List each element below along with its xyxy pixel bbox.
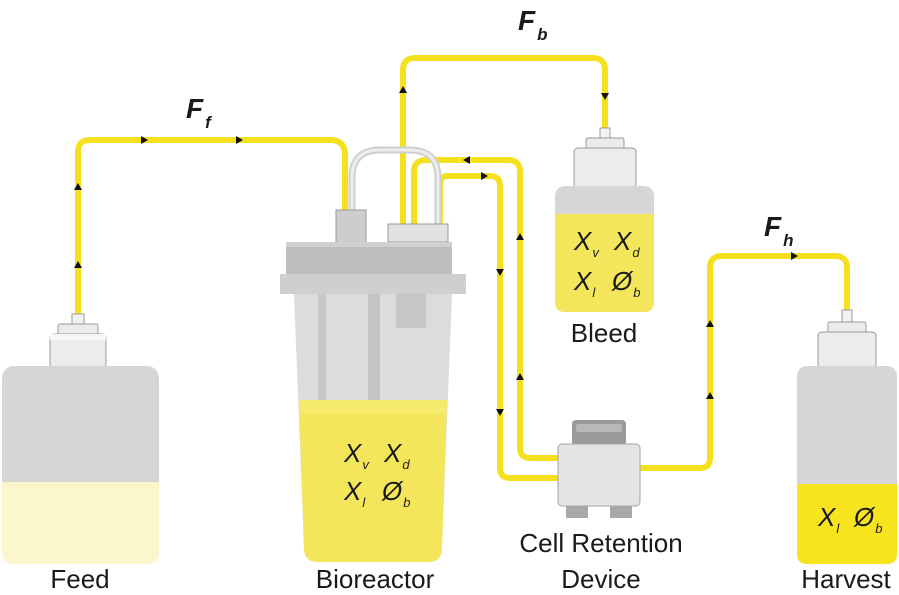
feed-tube xyxy=(75,137,348,321)
label-harvest: Harvest xyxy=(801,564,891,594)
arrow-up-icon xyxy=(516,233,524,240)
feed-bottle xyxy=(2,313,159,564)
bleed-bottle xyxy=(555,127,654,312)
bleed-var-xv: Xv xyxy=(573,226,600,260)
cell-retention-device xyxy=(557,420,641,518)
arrow-up-icon xyxy=(516,373,524,380)
bleed-var-phib: Øb xyxy=(611,266,640,300)
bioreactor-var-xv: Xv xyxy=(343,438,370,472)
bleed-liquid xyxy=(555,214,654,312)
arrow-right-icon xyxy=(236,136,243,144)
label-bioreactor: Bioreactor xyxy=(316,564,435,594)
arrow-down-icon xyxy=(496,269,504,276)
recirc-tube-inner xyxy=(437,173,563,481)
arrow-up-icon xyxy=(706,320,714,327)
arrow-left-icon xyxy=(463,156,470,164)
harvest-liquid xyxy=(797,484,897,564)
harvest-var-xl: Xl xyxy=(817,502,840,536)
top-port xyxy=(335,209,367,245)
label-feed: Feed xyxy=(50,564,109,594)
recirc-tube-outer xyxy=(411,157,563,461)
bleed-var-xl: Xl xyxy=(573,266,596,300)
arrow-right-icon xyxy=(791,252,798,260)
harvest-var-phib: Øb xyxy=(853,502,882,536)
bioreactor-var-xl: Xl xyxy=(343,476,366,510)
tubing xyxy=(75,55,850,481)
arrow-up-icon xyxy=(399,86,407,93)
label-cell-retention-line2: Device xyxy=(561,564,640,594)
bleed-var-xd: Xd xyxy=(613,226,640,260)
bioreactor-liquid xyxy=(299,400,447,562)
flow-arrows xyxy=(74,86,798,416)
feed-liquid xyxy=(2,482,159,564)
arrow-down-icon xyxy=(496,409,504,416)
arrow-down-icon xyxy=(601,93,609,100)
bleed-tube xyxy=(400,55,608,228)
harvest-bottle xyxy=(797,309,897,564)
arrow-right-icon xyxy=(141,136,148,144)
bioreactor-var-phib: Øb xyxy=(381,476,410,510)
bioreactor-lid xyxy=(286,242,452,276)
arrow-right-icon xyxy=(481,172,488,180)
label-cell-retention-line1: Cell Retention xyxy=(519,528,682,558)
harvest-tube xyxy=(637,253,850,471)
top-port xyxy=(387,223,449,243)
label-bleed: Bleed xyxy=(571,318,638,348)
arrow-up-icon xyxy=(74,183,82,190)
arrow-up-icon xyxy=(706,392,714,399)
bioreactor xyxy=(280,146,466,562)
arrow-up-icon xyxy=(74,261,82,268)
bioreactor-var-xd: Xd xyxy=(383,438,410,472)
